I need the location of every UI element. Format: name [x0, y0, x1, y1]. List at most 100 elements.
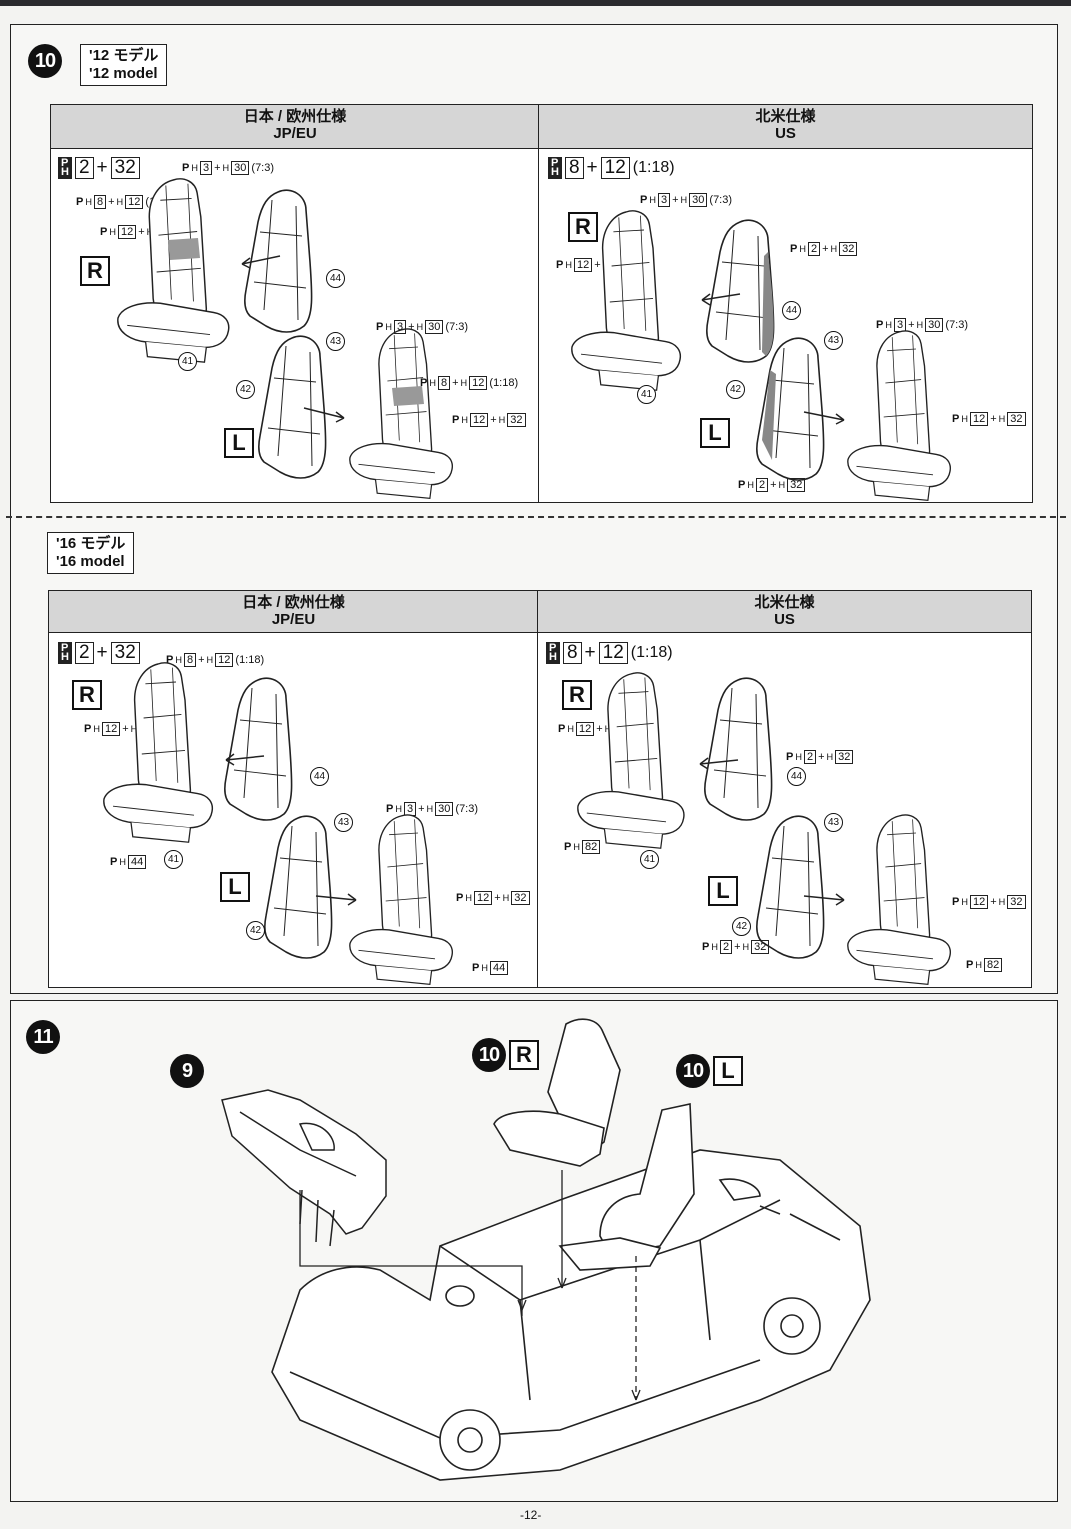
seat-r-floating [493, 1018, 621, 1167]
recipe-ratio: (1:18) [630, 644, 673, 661]
arrow-16jp-right [225, 753, 265, 766]
recipe-color: 8 [562, 642, 582, 664]
recipe-color: 8 [564, 157, 584, 179]
panel-header-jp: 日本 / 欧州仕様 [243, 108, 347, 125]
part-41: 41 [178, 352, 197, 371]
top-edge-bar [0, 0, 1071, 6]
recipe-color: 2 [74, 642, 94, 664]
part-42: 42 [246, 921, 265, 940]
panel-header-jp: 北米仕様 [754, 594, 815, 611]
seat-12jp-left [349, 328, 454, 499]
recipe-color: 2 [74, 157, 94, 179]
part-44: 44 [310, 767, 329, 786]
recipe-plus: + [586, 157, 598, 178]
part-44: 44 [787, 767, 806, 786]
panel-16-us-header: 北米仕様 US [538, 591, 1031, 633]
model-12-label-en: '12 model [89, 65, 158, 82]
side-r-badge: R [80, 256, 110, 286]
side-l-badge: L [224, 428, 254, 458]
part-41: 41 [640, 850, 659, 869]
callout-step-10-right: 10 R [472, 1038, 539, 1072]
side-r-badge: R [568, 212, 598, 242]
backrest-12us-left [756, 337, 825, 481]
recipe-color: 32 [110, 157, 140, 179]
seat-12jp-right [117, 178, 230, 363]
side-l-badge: L [700, 418, 730, 448]
model-16-label: '16 モデル '16 model [47, 532, 135, 574]
part-44: 44 [326, 269, 345, 288]
side-r-badge: R [72, 680, 102, 710]
panel-12-us-header: 北米仕様 US [539, 105, 1032, 149]
assembly-guide-lines [299, 1170, 641, 1401]
panel-header-en: JP/EU [271, 611, 316, 628]
panel-header-en: JP/EU [273, 125, 317, 142]
step-10-number: 10 [28, 44, 62, 78]
panel-header-jp: 日本 / 欧州仕様 [242, 594, 345, 611]
part-42: 42 [732, 917, 751, 936]
part-44: 44 [782, 301, 801, 320]
dashboard-part [221, 1089, 387, 1247]
recipe-color: 12 [600, 157, 630, 179]
model-16-label-jp: '16 モデル [56, 535, 126, 552]
model-12-label: '12 モデル '12 model [80, 44, 168, 86]
callout-number: 10 [472, 1038, 506, 1072]
callout-step-10-left: 10 L [676, 1054, 743, 1088]
part-41: 41 [164, 850, 183, 869]
part-43: 43 [326, 332, 345, 351]
side-l-badge: L [220, 872, 250, 902]
side-l-badge: L [713, 1056, 743, 1086]
model-12-label-jp: '12 モデル [89, 47, 159, 64]
panel-header-en: US [774, 611, 795, 628]
page-number: -12- [520, 1508, 542, 1522]
recipe-color: 12 [598, 642, 628, 664]
part-42: 42 [726, 380, 745, 399]
panel-header-jp: 北米仕様 [755, 108, 816, 125]
recipe-plus: + [584, 642, 596, 663]
panel-header-en: US [775, 125, 796, 142]
part-42: 42 [236, 380, 255, 399]
step-11-number: 11 [26, 1020, 60, 1054]
arrow-12jp-right [241, 255, 281, 269]
chassis-body [271, 1103, 871, 1481]
model-divider [6, 516, 1066, 518]
arrow-16us-left [803, 893, 845, 906]
arrow-12jp-left [303, 407, 345, 423]
recipe-plus: + [96, 157, 108, 178]
part-43: 43 [334, 813, 353, 832]
model-16-label-en: '16 model [56, 553, 125, 570]
part-43: 43 [824, 813, 843, 832]
panel-12-jpeu-header: 日本 / 欧州仕様 JP/EU [51, 105, 539, 149]
panel-16-jpeu-header: 日本 / 欧州仕様 JP/EU [49, 591, 538, 633]
recipe-color: 32 [110, 642, 140, 664]
recipe-ratio: (1:18) [632, 159, 675, 176]
arrow-16jp-left [315, 893, 357, 906]
backrest-12us-right [706, 219, 775, 363]
arrow-16us-right [699, 757, 739, 770]
